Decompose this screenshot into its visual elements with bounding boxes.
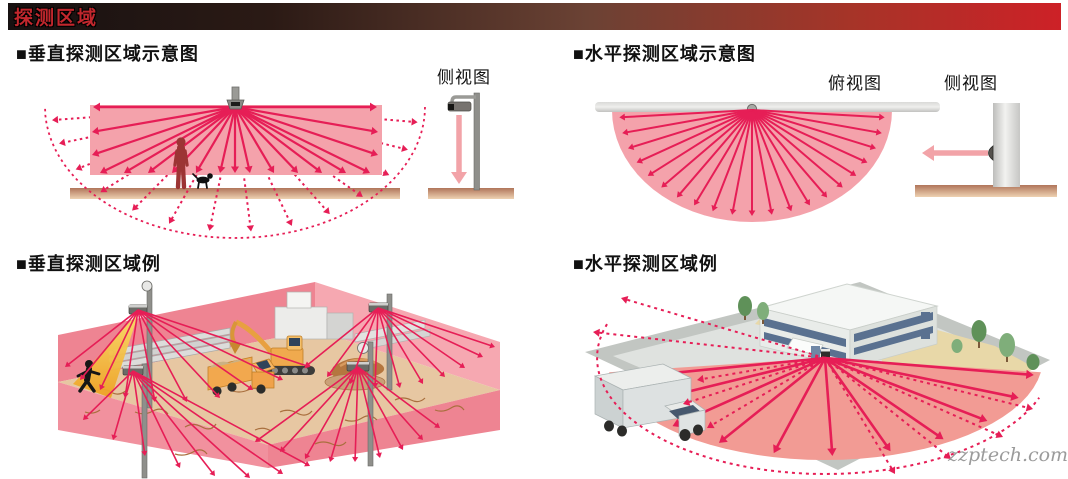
- heading-horizontal-schematic: ■水平探测区域示意图: [573, 44, 756, 64]
- ceiling-sensor: [226, 86, 245, 110]
- dashed-ray-arc: [593, 295, 1040, 476]
- wall-bar: [595, 102, 940, 112]
- section-header-bar: 探测区域: [8, 3, 1061, 30]
- dog-silhouette: [192, 173, 213, 189]
- sensor-ray-fans: [65, 307, 495, 478]
- intruder-silhouette: [76, 360, 101, 393]
- heading-vertical-example: ■垂直探测区域例: [16, 254, 161, 274]
- watermark: zzptech.com: [948, 444, 1068, 466]
- horizontal-example-illustration: [585, 282, 1050, 476]
- label-side-view-1: 侧视图: [437, 68, 491, 87]
- horizontal-schematic-diagram: [595, 102, 1057, 222]
- trees: [738, 296, 1040, 370]
- section-title: 探测区域: [14, 8, 99, 29]
- box-truck: [593, 363, 706, 441]
- solid-ray-fan: [92, 102, 378, 174]
- material-blocks: [274, 291, 431, 351]
- wall-column: [993, 103, 1020, 187]
- side-view-beam-arrow: [451, 115, 467, 184]
- sensor-pole-2: [122, 363, 148, 479]
- heading-horizontal-example: ■水平探测区域例: [573, 254, 718, 274]
- side-view-ground: [915, 185, 1057, 197]
- side-view-beam-arrow: [922, 145, 988, 161]
- vertical-schematic-diagram: [44, 86, 514, 239]
- ground-band: [70, 188, 400, 199]
- side-view-ground: [428, 188, 514, 199]
- building-sensor: [821, 349, 830, 360]
- top-view-rays: [619, 109, 885, 216]
- person-silhouette: [173, 137, 189, 190]
- wall-sensor: [988, 145, 994, 161]
- wall-front-right: [268, 390, 500, 468]
- label-side-view-2: 侧视图: [944, 74, 998, 93]
- vertical-example-illustration: [58, 280, 500, 479]
- label-top-view: 俯视图: [828, 74, 882, 93]
- heading-vertical-schematic: ■垂直探测区域示意图: [16, 44, 199, 64]
- side-view-pole-sensor: [447, 92, 480, 191]
